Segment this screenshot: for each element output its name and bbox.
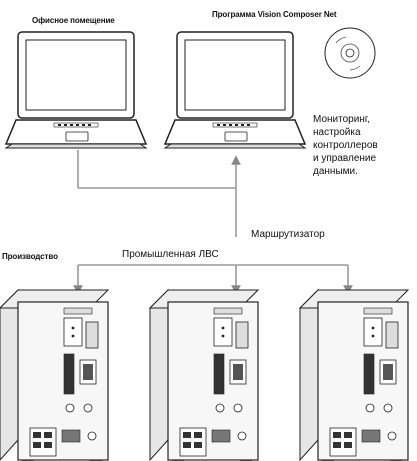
controller-device-icon (298, 288, 410, 461)
connection-lines (73, 150, 353, 295)
note-line: и управление (313, 153, 377, 164)
laptop-icon (4, 31, 148, 149)
note-line: настройка (313, 127, 361, 138)
office-label: Офисное помещение (32, 16, 115, 25)
cd-disc-icon (324, 27, 376, 79)
note-line: контроллеров (313, 140, 378, 151)
note-text: Мониторинг, настройка контроллеров и упр… (313, 113, 378, 178)
controller-device-icon (0, 288, 110, 461)
software-label: Программа Vision Composer Net (212, 10, 337, 19)
network-label: Промышленная ЛВС (122, 249, 219, 260)
note-line: данными. (313, 166, 358, 177)
laptop-icon (163, 31, 307, 149)
router-label: Маршрутизатор (251, 229, 325, 240)
note-line: Мониторинг, (313, 114, 371, 125)
production-label: Производство (2, 252, 58, 261)
controller-device-icon (148, 288, 260, 461)
